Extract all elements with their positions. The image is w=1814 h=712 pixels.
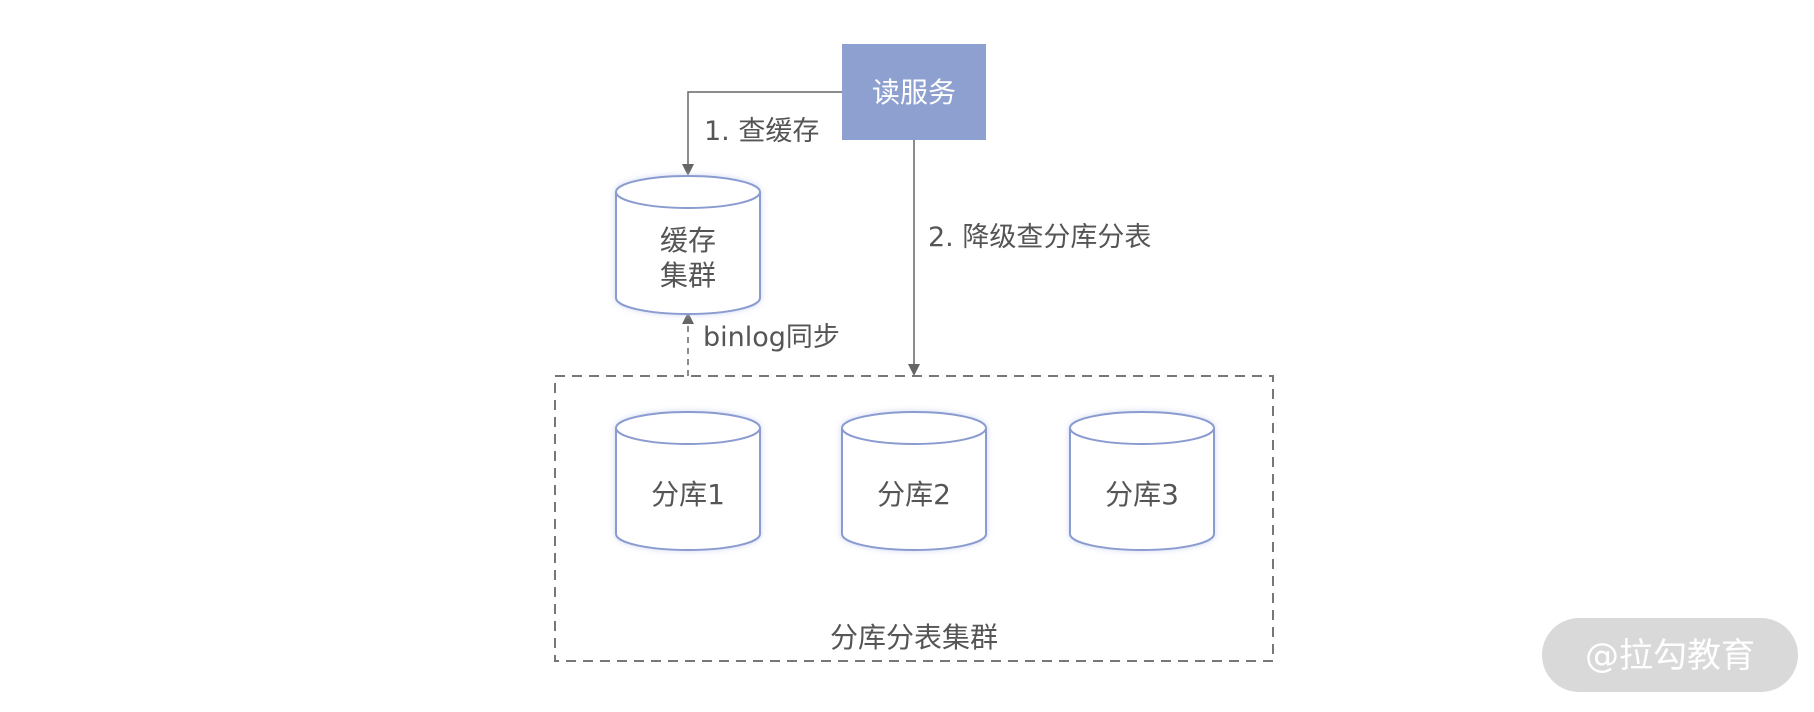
cache-cluster-label-line1: 缓存 xyxy=(660,224,716,257)
shard-2-node xyxy=(841,411,987,551)
fallback-query-label: 2. 降级查分库分表 xyxy=(928,222,1151,253)
cache-cluster-node xyxy=(615,175,761,315)
shard-cluster-boundary xyxy=(554,375,1274,662)
shard-3-node xyxy=(1069,411,1215,551)
check-cache-edge xyxy=(682,91,842,176)
shard-3-label: 分库3 xyxy=(1105,478,1179,511)
read-service-node xyxy=(842,44,986,140)
shard-cluster-label: 分库分表集群 xyxy=(830,621,998,654)
watermark-text: @拉勾教育 xyxy=(1585,636,1755,676)
read-service-label: 读服务 xyxy=(872,76,956,109)
binlog-sync-label: binlog同步 xyxy=(703,322,840,353)
shard-2-label: 分库2 xyxy=(877,478,951,511)
check-cache-label: 1. 查缓存 xyxy=(704,116,819,147)
shard-1-node xyxy=(615,411,761,551)
shard-1-label: 分库1 xyxy=(651,478,725,511)
cache-cluster-label-line2: 集群 xyxy=(660,259,716,292)
watermark-badge xyxy=(1542,618,1798,692)
